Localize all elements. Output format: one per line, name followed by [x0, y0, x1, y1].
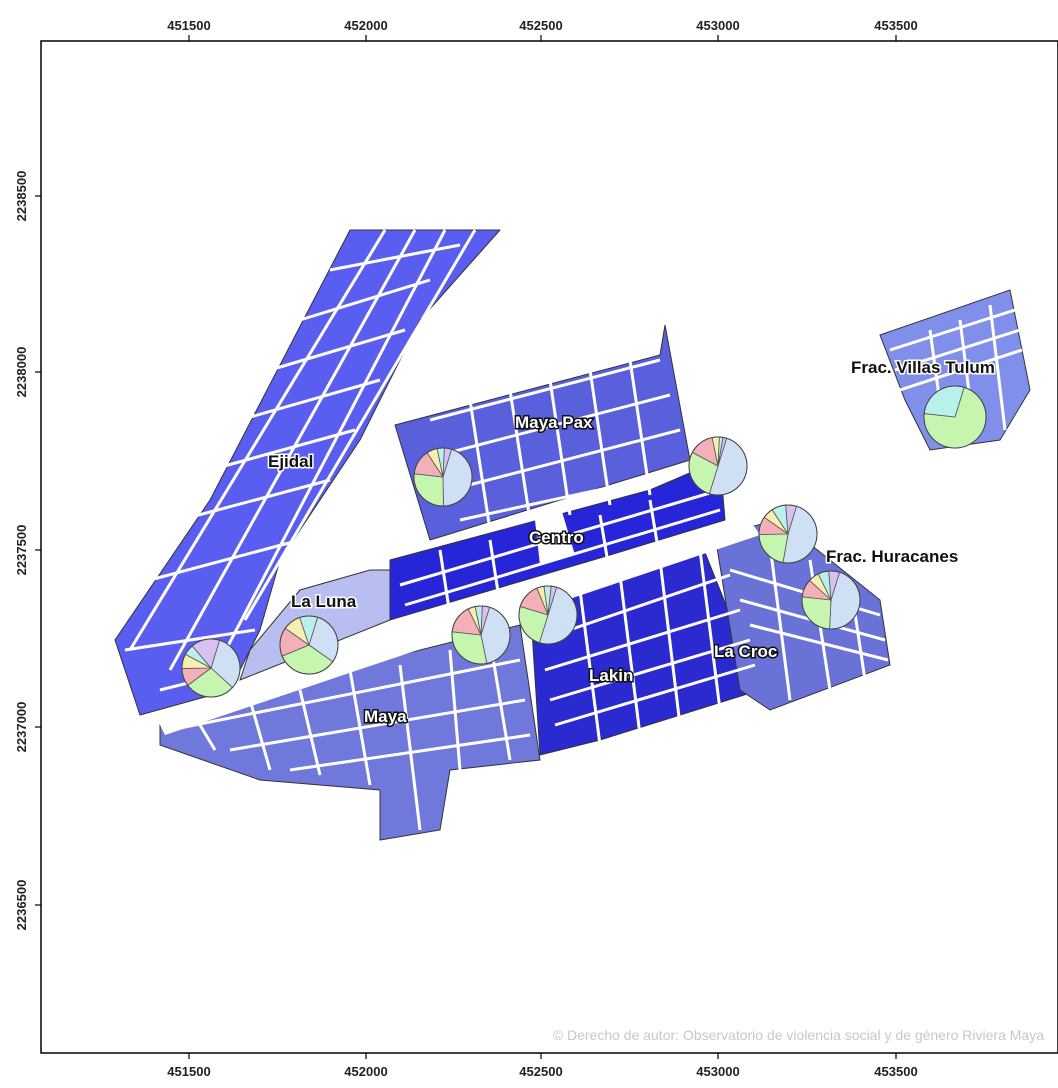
pie-chart: [181, 638, 241, 698]
label-frac-villas-tulum: Frac. Villas Tulum: [851, 358, 995, 377]
street-line: [894, 328, 1021, 372]
pie-chart: [279, 615, 339, 675]
street-line: [198, 724, 217, 751]
pie-chart: [518, 585, 578, 645]
street-line: [548, 379, 572, 516]
copyright-text: © Derecho de autor: Observatorio de viol…: [553, 1027, 1044, 1043]
x-tick-label-bottom: 453500: [874, 1064, 917, 1079]
street-line: [168, 229, 417, 671]
street-line: [243, 229, 477, 621]
pie-outline: [181, 638, 241, 698]
street-line: [618, 574, 642, 736]
pie-outline: [518, 585, 578, 645]
pie-charts: [181, 385, 987, 698]
label-la-croc: La Croc: [714, 642, 777, 661]
street-line: [549, 638, 751, 702]
street-line: [209, 428, 356, 472]
street-line: [398, 664, 422, 831]
x-tick-label-top: 451500: [167, 18, 210, 33]
street-line: [648, 499, 662, 561]
label-la-luna: La Luna: [291, 592, 357, 611]
street-line: [203, 229, 447, 691]
pie-chart: [758, 504, 818, 564]
y-tick-label-left: 2238000: [14, 347, 29, 398]
label-lakin: Lakin: [589, 666, 633, 685]
pie-chart: [688, 436, 748, 496]
street-line: [438, 549, 452, 616]
street-line: [459, 468, 691, 522]
street-line: [229, 698, 526, 752]
x-tick-label-top: 453500: [874, 18, 917, 33]
label-maya: Maya: [364, 707, 407, 726]
pie-outline: [413, 447, 473, 507]
x-tick-label-top: 453000: [696, 18, 739, 33]
street-line: [239, 378, 381, 422]
axis-ticks: 451500 451500 452000 452000 452500 452500 4530…: [14, 18, 918, 1079]
x-tick-label-bottom: 453000: [696, 1064, 739, 1079]
street-line: [149, 538, 301, 582]
street-line: [588, 369, 612, 506]
street-line: [124, 628, 256, 652]
y-tick-label-left: 2238500: [14, 171, 29, 222]
street-line: [448, 649, 462, 771]
x-tick-label-top: 452000: [344, 18, 387, 33]
label-maya-pax: Maya Pax: [515, 413, 593, 432]
street-line: [128, 229, 387, 651]
street-line: [299, 278, 431, 322]
street-line: [988, 304, 1007, 431]
pie-chart: [801, 570, 861, 630]
district-maya-blocks: [159, 624, 541, 841]
pie-chart: [451, 605, 511, 665]
pie-outline: [923, 385, 987, 449]
pie-chart: [413, 447, 473, 507]
label-ejidal: Ejidal: [268, 452, 313, 471]
x-tick-label-top: 452500: [519, 18, 562, 33]
street-line: [554, 663, 756, 727]
label-frac-huracanes: Frac. Huracanes: [826, 547, 958, 566]
street-line: [598, 514, 612, 576]
street-line: [899, 348, 1023, 392]
y-tick-label-left: 2236500: [14, 880, 29, 931]
street-line: [248, 699, 272, 771]
pie-outline: [279, 615, 339, 675]
y-tick-label-left: 2237500: [14, 525, 29, 576]
label-centro: Centro: [529, 528, 584, 547]
pie-outline: [758, 504, 818, 564]
street-line: [578, 589, 602, 746]
x-tick-label-bottom: 452500: [519, 1064, 562, 1079]
pie-chart: [923, 385, 987, 449]
street-line: [749, 623, 889, 662]
street-line: [329, 243, 461, 272]
street-line: [169, 658, 521, 732]
street-line: [179, 478, 331, 522]
street-line: [508, 389, 532, 521]
street-line: [698, 549, 722, 711]
x-tick-label-bottom: 452000: [344, 1064, 387, 1079]
street-line: [768, 544, 792, 701]
pie-outline: [801, 570, 861, 630]
street-line: [628, 359, 652, 496]
street-line: [289, 733, 531, 772]
pie-outline: [451, 605, 511, 665]
x-tick-label-bottom: 451500: [167, 1064, 210, 1079]
street-line: [658, 559, 682, 726]
y-tick-label-left: 2237000: [14, 702, 29, 753]
street-line: [429, 358, 661, 422]
street-line: [269, 328, 406, 372]
pie-outline: [688, 436, 748, 496]
avenue-junction: [535, 505, 575, 565]
street-line: [488, 539, 502, 606]
street-line: [889, 308, 1016, 352]
street-line: [468, 399, 492, 531]
